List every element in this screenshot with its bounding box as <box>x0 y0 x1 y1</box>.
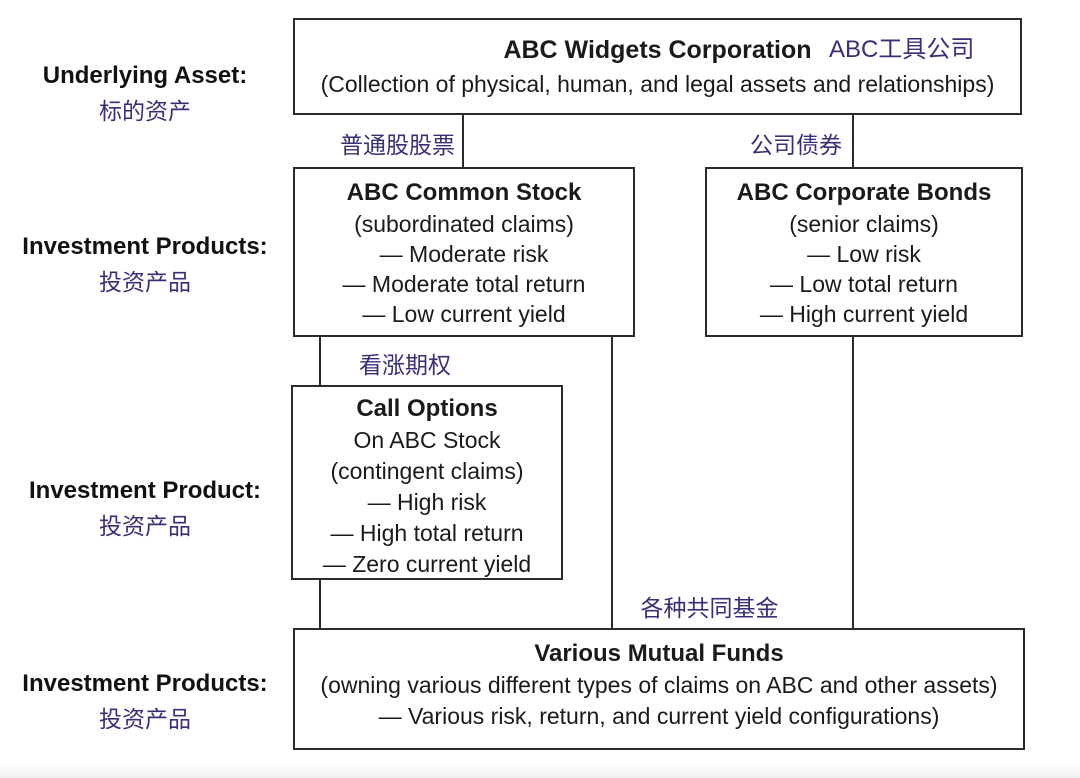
common-stock-title: ABC Common Stock <box>346 179 582 206</box>
connector-label-corporate-bonds: 公司债券 <box>750 132 842 158</box>
call-options-line: (contingent claims) <box>330 458 524 484</box>
connector-stock-to-options <box>319 337 321 385</box>
call-options-line: On ABC Stock <box>353 427 501 453</box>
row-label-investment-products-2-zh: 投资产品 <box>99 706 191 732</box>
corporation-title-line: ABC Widgets Corporation ABC工具公司 <box>295 20 1020 67</box>
corporate-bonds-title: ABC Corporate Bonds <box>736 179 992 206</box>
connector-label-mutual-funds: 各种共同基金 <box>640 595 779 621</box>
corporate-bonds-line: — Low risk <box>807 241 921 267</box>
call-options-line: — Zero current yield <box>322 551 532 577</box>
common-stock-line: — Moderate total return <box>342 271 586 297</box>
connector-bonds-to-funds <box>852 337 854 628</box>
corporation-title: ABC Widgets Corporation <box>503 36 812 64</box>
row-label-underlying-asset-zh: 标的资产 <box>99 98 191 124</box>
box-abc-widgets-corporation: ABC Widgets Corporation ABC工具公司 (Collect… <box>293 18 1022 115</box>
row-label-underlying-asset-en: Underlying Asset: <box>42 62 248 89</box>
row-label-investment-product-zh: 投资产品 <box>99 513 191 539</box>
corporate-bonds-line: — Low total return <box>770 271 958 297</box>
box-call-options: Call Options On ABC Stock (contingent cl… <box>291 385 563 580</box>
box-various-mutual-funds: Various Mutual Funds (owning various dif… <box>293 628 1025 750</box>
mutual-funds-title: Various Mutual Funds <box>534 640 784 667</box>
box-abc-corporate-bonds: ABC Corporate Bonds (senior claims) — Lo… <box>705 167 1023 337</box>
row-label-investment-product: Investment Product: 投资产品 <box>20 477 270 540</box>
connector-label-call-options: 看涨期权 <box>359 352 451 378</box>
corporate-bonds-line: — High current yield <box>759 301 969 327</box>
common-stock-line: — Low current yield <box>362 301 566 327</box>
mutual-funds-line: — Various risk, return, and current yiel… <box>378 703 940 729</box>
connector-stock-to-funds <box>611 337 613 628</box>
row-label-investment-products-1-zh: 投资产品 <box>99 269 191 295</box>
corporation-title-zh: ABC工具公司 <box>829 36 975 63</box>
common-stock-line: (subordinated claims) <box>354 211 574 237</box>
row-label-investment-product-en: Investment Product: <box>28 477 262 504</box>
row-label-underlying-asset: Underlying Asset: 标的资产 <box>20 62 270 125</box>
box-abc-common-stock: ABC Common Stock (subordinated claims) —… <box>293 167 635 337</box>
row-label-investment-products-2-en: Investment Products: <box>22 670 268 697</box>
row-label-investment-products-2: Investment Products: 投资产品 <box>20 670 270 733</box>
corporation-description: (Collection of physical, human, and lega… <box>320 71 995 97</box>
common-stock-line: — Moderate risk <box>379 241 549 267</box>
call-options-line: — High total return <box>330 520 524 546</box>
row-label-investment-products-1: Investment Products: 投资产品 <box>20 233 270 296</box>
connector-corp-to-stock <box>462 115 464 167</box>
connector-corp-to-bonds <box>852 115 854 167</box>
mutual-funds-line: (owning various different types of claim… <box>320 672 998 698</box>
corporate-bonds-line: (senior claims) <box>789 211 939 237</box>
connector-options-to-funds <box>319 580 321 628</box>
call-options-line: — High risk <box>367 489 487 515</box>
call-options-title: Call Options <box>356 395 498 422</box>
row-label-investment-products-1-en: Investment Products: <box>22 233 268 260</box>
connector-label-common-stock: 普通股股票 <box>340 132 455 158</box>
bottom-gradient-strip <box>0 765 1080 778</box>
